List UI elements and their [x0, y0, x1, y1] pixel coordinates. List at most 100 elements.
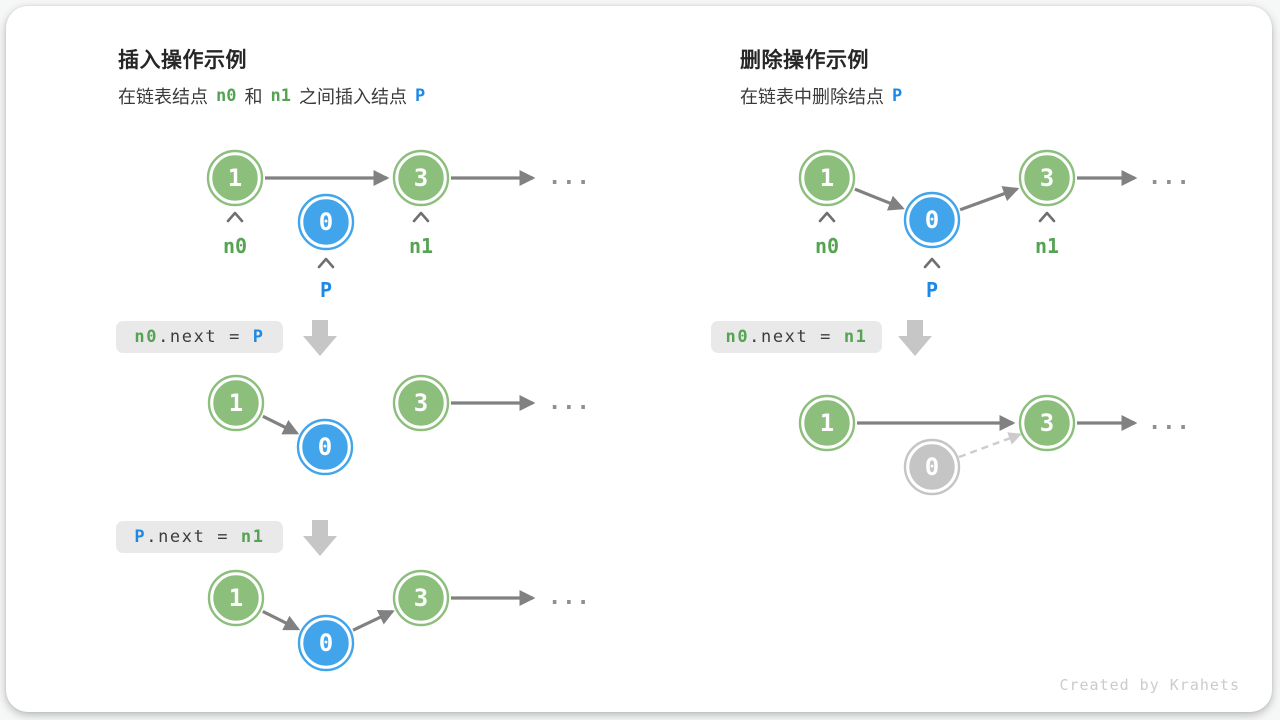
ellipsis: ...	[1148, 165, 1191, 190]
insert-section-subtitle: 在链表结点 n0 和 n1 之间插入结点 P	[118, 83, 433, 109]
label-n1: n1	[409, 234, 433, 258]
removed-pointer-dashed-arrow	[958, 432, 1022, 459]
delete-step2-diagram: ... 1 3 0	[798, 394, 1191, 496]
code-token-n0: n0	[134, 327, 159, 347]
code-text: .next =	[146, 527, 241, 547]
delete-section-title: 删除操作示例	[740, 49, 869, 72]
caret-up-icon	[818, 211, 836, 223]
node-ring	[903, 191, 961, 249]
node-ring	[798, 149, 856, 207]
code-token-n1: n1	[843, 327, 868, 347]
node-value: 1	[229, 389, 243, 417]
insert-section-title: 插入操作示例	[118, 49, 247, 72]
ellipsis: ...	[548, 165, 591, 190]
subtitle-text: 之间插入结点	[298, 87, 407, 107]
node-circle	[300, 617, 352, 669]
down-block-arrow-icon	[303, 520, 337, 556]
node-P: 0	[297, 193, 355, 251]
label-n0: n0	[815, 234, 839, 258]
node-P: 0	[903, 191, 961, 249]
node-circle	[801, 152, 853, 204]
node-circle	[395, 572, 447, 624]
code-token-P: P	[134, 527, 147, 547]
node-circle	[1021, 397, 1073, 449]
node-value: 1	[229, 584, 243, 612]
pointer-arrow	[959, 186, 1020, 212]
label-n1: n1	[1035, 234, 1059, 258]
node-1: 1	[798, 394, 856, 452]
node-circle	[299, 421, 351, 473]
node-circle	[210, 377, 262, 429]
token-P: P	[414, 86, 426, 106]
node-1: 1	[206, 149, 264, 207]
node-value: 0	[925, 206, 939, 234]
ellipsis: ...	[1148, 410, 1191, 435]
insert-step3-diagram: ... 1 0 3	[207, 569, 591, 672]
node-3: 3	[392, 569, 450, 627]
subtitle-text: 在链表中删除结点	[740, 87, 884, 107]
token-n1: n1	[270, 86, 291, 106]
node-circle	[1021, 152, 1073, 204]
credit-watermark: Created by Krahets	[1059, 676, 1240, 694]
label-P: P	[320, 278, 332, 302]
node-3: 3	[1018, 394, 1076, 452]
node-circle	[209, 152, 261, 204]
code-text: .next =	[158, 327, 253, 347]
node-ring	[207, 569, 265, 627]
code-box-n0-next-n1: n0.next = n1	[711, 321, 882, 353]
node-3: 3	[1018, 149, 1076, 207]
ellipsis: ...	[548, 585, 591, 610]
caret-up-icon	[317, 257, 335, 269]
node-value: 3	[414, 389, 428, 417]
node-ring	[392, 374, 450, 432]
node-1: 1	[207, 374, 265, 432]
token-P: P	[892, 86, 903, 106]
insert-step1-diagram: ... 1 3 0 n0 n1 P	[206, 149, 591, 302]
node-1: 1	[798, 149, 856, 207]
node-ring	[903, 438, 961, 496]
node-ring	[296, 418, 354, 476]
node-1: 1	[207, 569, 265, 627]
delete-section-subtitle: 在链表中删除结点 P	[740, 83, 910, 109]
node-ring	[392, 149, 450, 207]
node-value: 0	[319, 629, 333, 657]
node-value: 3	[414, 584, 428, 612]
code-text: .next =	[749, 327, 844, 347]
subtitle-text: 在链表结点	[118, 87, 208, 107]
caret-up-icon	[923, 257, 941, 269]
label-n0: n0	[223, 234, 247, 258]
down-block-arrow-icon	[898, 320, 932, 356]
node-value: 3	[414, 164, 428, 192]
node-value: 3	[1040, 409, 1054, 437]
node-circle	[906, 194, 958, 246]
node-value: 0	[318, 433, 332, 461]
caret-up-icon	[1038, 211, 1056, 223]
node-ring	[798, 394, 856, 452]
node-circle	[300, 196, 352, 248]
pointer-arrow	[352, 609, 395, 632]
node-ring	[1018, 394, 1076, 452]
node-P: 0	[297, 614, 355, 672]
pointer-arrow	[262, 414, 300, 435]
node-circle	[210, 572, 262, 624]
subtitle-text: 和	[244, 87, 263, 107]
pointer-arrow	[262, 609, 301, 631]
node-value: 3	[1040, 164, 1054, 192]
ellipsis: ...	[548, 390, 591, 415]
node-ring	[297, 193, 355, 251]
node-0-removed: 0	[903, 438, 961, 496]
code-box-n0-next-P: n0.next = P	[116, 321, 283, 353]
code-token-n0: n0	[725, 327, 750, 347]
node-circle	[395, 377, 447, 429]
label-P: P	[926, 278, 938, 302]
node-3: 3	[392, 149, 450, 207]
node-P: 0	[296, 418, 354, 476]
node-ring	[392, 569, 450, 627]
node-ring	[206, 149, 264, 207]
token-n0: n0	[216, 86, 237, 106]
node-value: 0	[319, 208, 333, 236]
caret-up-icon	[226, 211, 244, 223]
code-token-P: P	[252, 327, 265, 347]
node-value: 1	[820, 164, 834, 192]
